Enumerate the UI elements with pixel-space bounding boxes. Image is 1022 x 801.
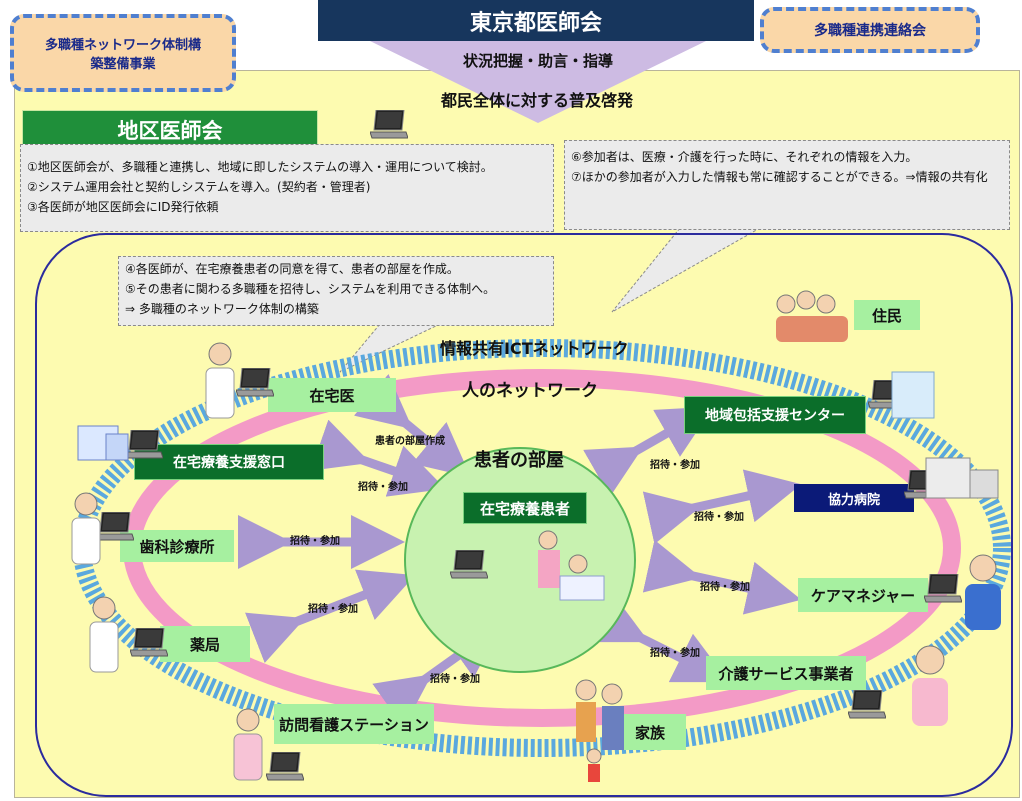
network-project-badge: 多職種ネットワーク体制構 築整備事業	[10, 14, 236, 92]
callout-doctor-line: ⑤その患者に関わる多職種を招待し、システムを利用できる体制へ。	[125, 282, 496, 296]
laptop-icon	[370, 110, 408, 139]
care-manager-icon	[965, 554, 1001, 630]
care-service-label: 介護サービス事業者	[706, 656, 866, 690]
arrow-community-center	[583, 406, 714, 497]
callout-district-line: ①地区医師会が、多職種と連携し、地域に即したシステムの導入・運用について検討。	[27, 160, 493, 174]
guidance-text: 状況把握・助言・指導	[462, 52, 613, 70]
visiting-nurse-label: 訪問看護ステーション	[274, 704, 434, 744]
invite-arrows	[238, 373, 802, 728]
callout-doctor-line: ⇒ 多職種のネットワーク体制の構築	[125, 302, 319, 316]
dentist-icon	[71, 492, 101, 565]
arrow-care-service	[588, 593, 730, 683]
arrow-care-manager	[642, 539, 802, 615]
callout-district-line: ③各医師が地区医師会にID発行依頼	[27, 200, 219, 214]
callout-participant-steps: ⑥参加者は、医療・介護を行った時に、それぞれの情報を入力。 ⑦ほかの参加者が入力…	[564, 140, 1010, 230]
invite-label: 招待・参加	[430, 674, 480, 685]
human-network-title: 人のネットワーク	[462, 381, 598, 401]
center-building-icon	[891, 371, 935, 419]
callout-doctor-line: ④各医師が、在宅療養患者の同意を得て、患者の部屋を作成。	[125, 262, 459, 276]
laptop-icon	[130, 628, 168, 657]
family-label: 家族	[614, 714, 686, 750]
pharmacist-icon	[89, 596, 119, 673]
family-icon	[575, 679, 624, 782]
callout-district-steps: ①地区医師会が、多職種と連携し、地域に即したシステムの導入・運用について検討。 …	[20, 144, 554, 232]
invite-label: 招待・参加	[308, 604, 358, 615]
arrow-hospital	[642, 469, 802, 545]
arrow-pharmacy	[245, 569, 416, 663]
invite-label: 招待・参加	[650, 648, 700, 659]
ict-network-title: 情報共有ICTネットワーク	[440, 339, 629, 358]
home-care-patient-label: 在宅療養患者	[463, 492, 587, 524]
laptop-icon	[848, 690, 886, 719]
invite-label: 招待・参加	[650, 460, 700, 471]
laptop-icon	[450, 550, 488, 579]
invite-label: 招待・参加	[290, 536, 340, 547]
nurse-icon	[233, 708, 263, 781]
callout-doctor-steps: ④各医師が、在宅療養患者の同意を得て、患者の部屋を作成。 ⑤その患者に関わる多職…	[118, 256, 554, 326]
hospital-building-icon	[925, 457, 999, 499]
room-created-label: 患者の部屋作成	[375, 436, 445, 447]
community-boundary	[35, 233, 1013, 797]
invite-label: 招待・参加	[694, 512, 744, 523]
home-care-support-label: 在宅療養支援窓口	[134, 444, 324, 480]
dental-clinic-label: 歯科診療所	[120, 530, 234, 562]
cooperating-hospital-label: 協力病院	[794, 484, 914, 512]
home-doctor-label: 在宅医	[268, 378, 396, 412]
care-manager-label: ケアマネジャー	[798, 578, 928, 612]
care-worker-icon	[912, 645, 948, 726]
liaison-council-label: 多職種連携連絡会	[814, 23, 926, 39]
community-center-label: 地域包括支援センター	[684, 396, 866, 434]
district-medical-association-header: 地区医師会	[22, 110, 318, 150]
ict-network-ring	[73, 339, 1011, 757]
doctor-icon	[205, 342, 235, 419]
clinic-building-icon	[77, 425, 129, 461]
invite-label: 招待・参加	[358, 482, 408, 493]
tokyo-medical-association-header: 東京都医師会	[318, 0, 754, 41]
callout-participant-line: ⑦ほかの参加者が入力した情報も常に確認することができる。⇒情報の共有化	[571, 170, 988, 184]
arrow-home-care-support	[310, 419, 446, 497]
residents-label: 住民	[854, 300, 920, 330]
patient-room-title: 患者の部屋	[474, 450, 564, 471]
network-project-line2: 築整備事業	[90, 57, 156, 72]
callout-participant-line: ⑥参加者は、医療・介護を行った時に、それぞれの情報を入力。	[571, 150, 918, 164]
patient-and-caregiver-icon	[538, 530, 605, 601]
network-project-line1: 多職種ネットワーク体制構	[44, 38, 201, 53]
residents-group-icon	[776, 290, 848, 342]
pharmacy-label: 薬局	[160, 626, 250, 662]
invite-label: 招待・参加	[700, 582, 750, 593]
callout-district-line: ②システム運用会社と契約しシステムを導入。(契約者・管理者)	[27, 180, 371, 194]
liaison-council-badge: 多職種連携連絡会	[760, 7, 980, 53]
awareness-text: 都民全体に対する普及啓発	[440, 91, 633, 110]
laptop-icon	[266, 752, 304, 781]
